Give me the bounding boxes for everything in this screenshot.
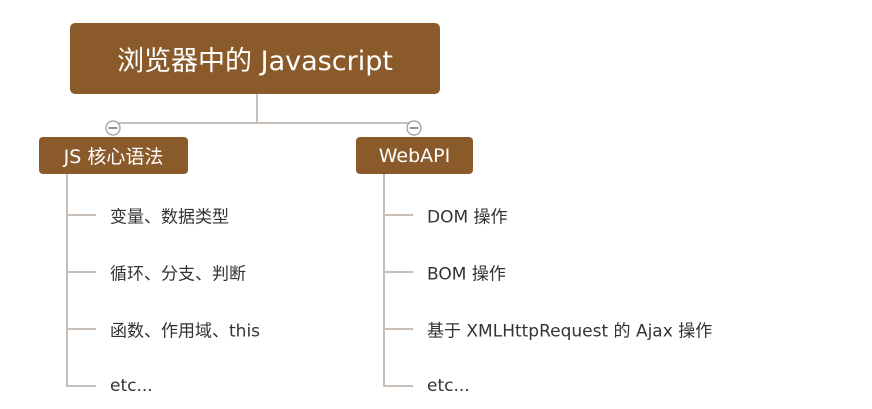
branch-node-js-core-syntax[interactable]: JS 核心语法 — [39, 137, 188, 174]
branch-node-label: WebAPI — [378, 144, 451, 167]
root-node[interactable]: 浏览器中的 Javascript — [70, 23, 440, 94]
branch-node-webapi[interactable]: WebAPI — [356, 137, 473, 174]
leaf-node[interactable]: 变量、数据类型 — [110, 207, 229, 228]
branch-node-label: JS 核心语法 — [63, 146, 164, 168]
leaf-node[interactable]: etc... — [427, 376, 470, 396]
leaf-node[interactable]: etc... — [110, 376, 153, 396]
root-node-label: 浏览器中的 Javascript — [117, 46, 393, 77]
collapse-toggle-left[interactable] — [105, 120, 121, 136]
leaf-node[interactable]: 循环、分支、判断 — [110, 264, 246, 285]
leaf-node[interactable]: BOM 操作 — [427, 264, 506, 285]
leaf-node[interactable]: DOM 操作 — [427, 207, 508, 228]
collapse-toggle-right[interactable] — [406, 120, 422, 136]
leaf-node[interactable]: 基于 XMLHttpRequest 的 Ajax 操作 — [427, 321, 713, 342]
leaf-node[interactable]: 函数、作用域、this — [110, 321, 261, 342]
